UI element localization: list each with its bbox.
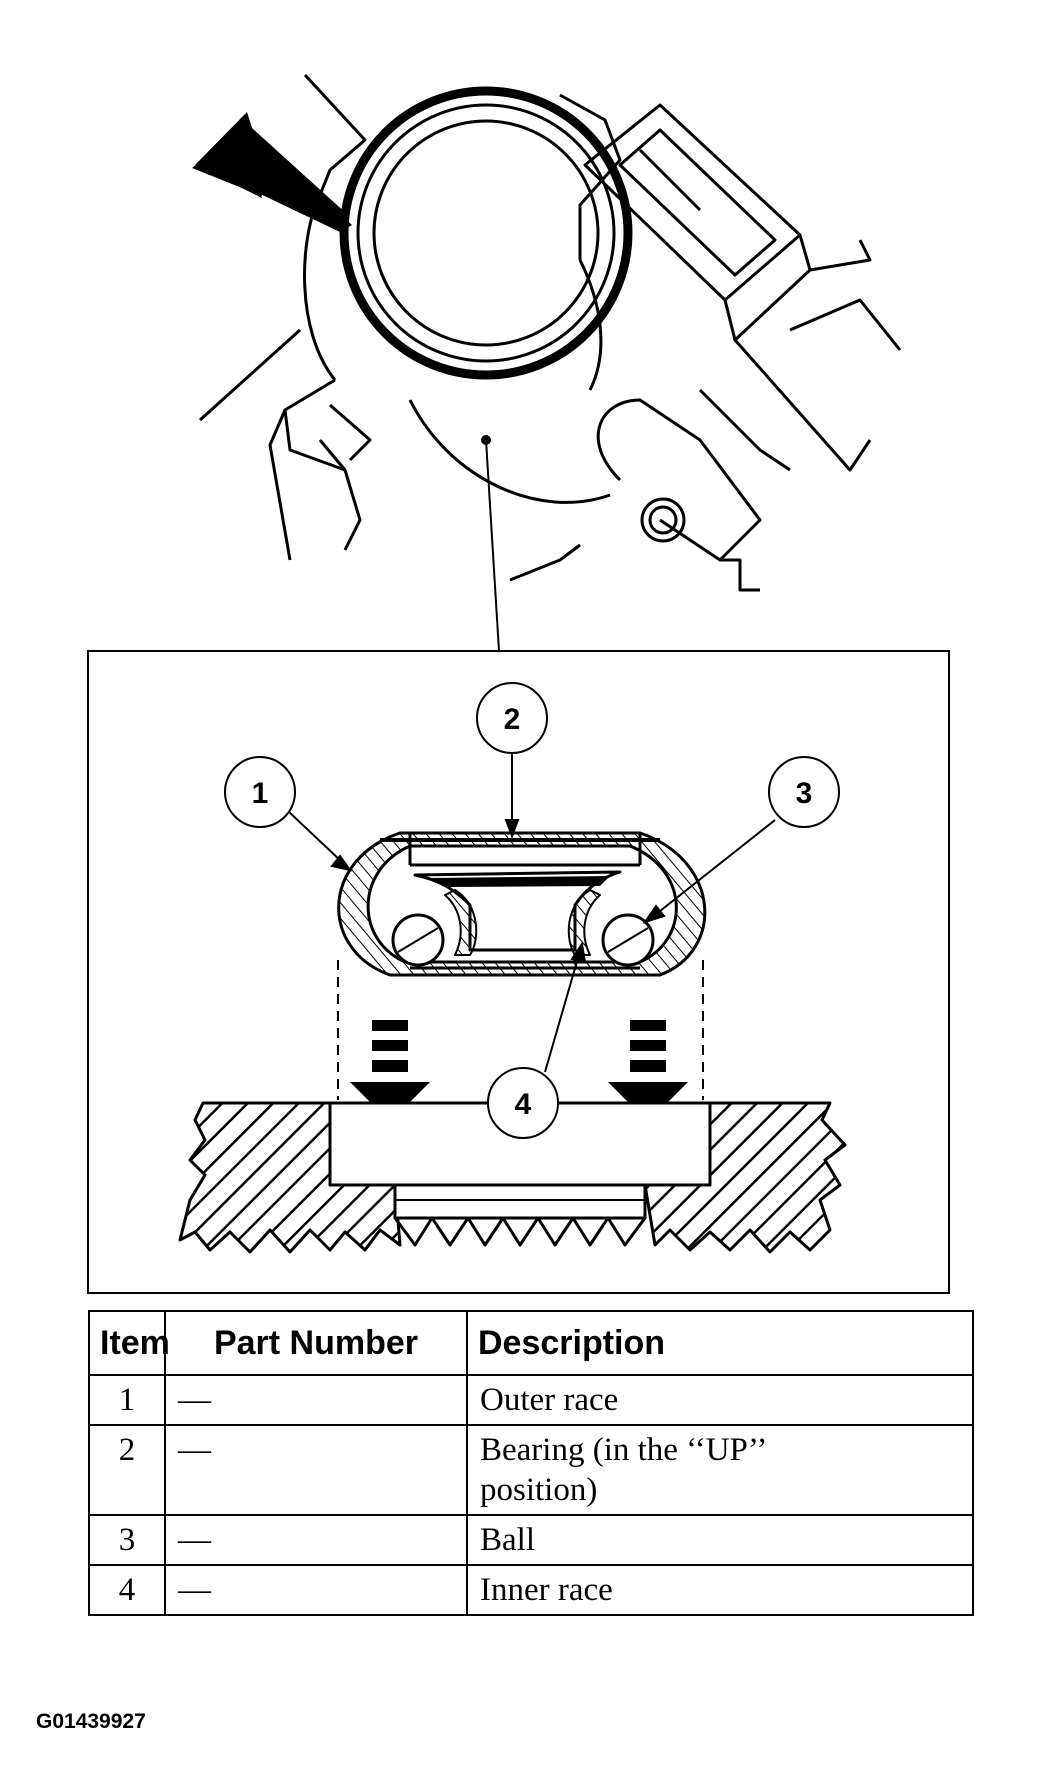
row-part-number: — — [164, 1564, 468, 1616]
header-item: Item — [88, 1310, 170, 1376]
callout-2: 2 — [476, 682, 548, 754]
pointer-arrow — [192, 112, 352, 232]
row-description: Ball — [466, 1514, 974, 1566]
callout-4: 4 — [487, 1067, 559, 1139]
figure-code: G01439927 — [36, 1710, 146, 1733]
parts-table: Item Part Number Description 1 — Outer r… — [88, 1310, 974, 1616]
callout-2-label: 2 — [504, 703, 521, 736]
callout-4-label: 4 — [515, 1088, 532, 1121]
detail-frame — [87, 650, 950, 1294]
callout-3: 3 — [768, 756, 840, 828]
row-part-number: — — [164, 1424, 468, 1516]
housing-view — [198, 73, 902, 592]
callout-leaders — [288, 752, 776, 1073]
row-item: 2 — [88, 1424, 166, 1516]
row-description: Outer race — [466, 1374, 974, 1426]
table-row: 3 — Ball — [88, 1514, 974, 1566]
callout-1-label: 1 — [252, 777, 269, 810]
header-description: Description — [466, 1310, 974, 1376]
bore-rings — [339, 86, 633, 380]
table-row: 2 — Bearing (in the ‘‘UP’’ position) — [88, 1424, 974, 1516]
detail-leader — [481, 435, 500, 652]
table-row: 4 — Inner race — [88, 1564, 974, 1616]
bearing-diagram: 1 2 3 4 — [87, 73, 950, 1294]
row-item: 3 — [88, 1514, 166, 1566]
row-item: 4 — [88, 1564, 166, 1616]
row-description: Bearing (in the ‘‘UP’’ position) — [466, 1424, 974, 1516]
row-item: 1 — [88, 1374, 166, 1426]
table-header-row: Item Part Number Description — [88, 1310, 974, 1376]
header-part-number: Part Number — [164, 1310, 468, 1376]
row-part-number: — — [164, 1374, 468, 1426]
install-arrows — [350, 1020, 688, 1122]
bearing-section — [337, 831, 707, 977]
row-description: Inner race — [466, 1564, 974, 1616]
callout-1: 1 — [224, 756, 296, 828]
table-row: 1 — Outer race — [88, 1374, 974, 1426]
row-part-number: — — [164, 1514, 468, 1566]
callout-3-label: 3 — [796, 777, 813, 810]
